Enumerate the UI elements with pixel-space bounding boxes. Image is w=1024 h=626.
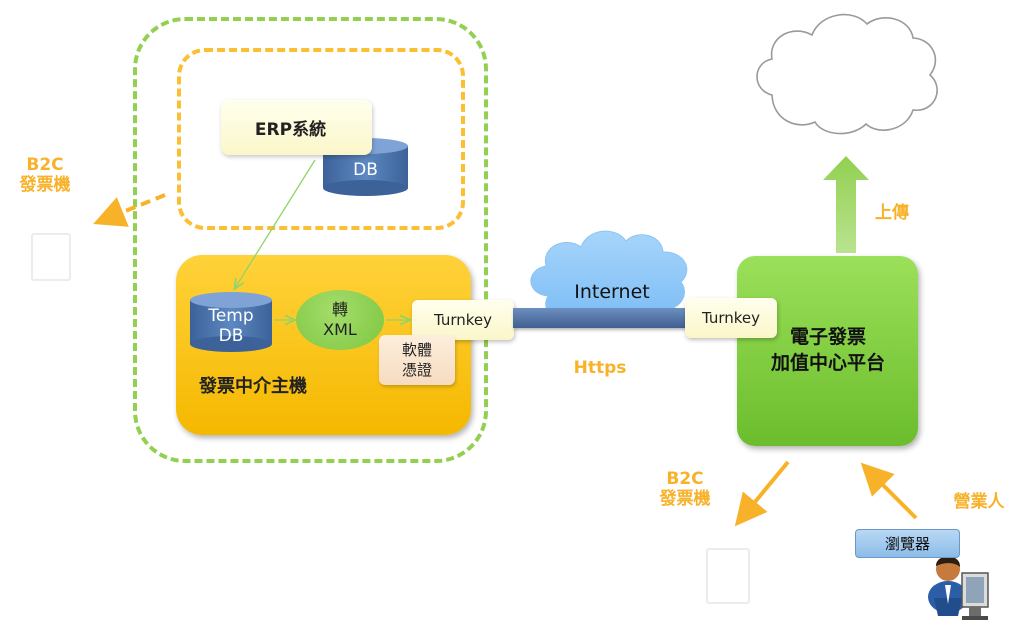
platform-turnkey-box: Turnkey [685, 298, 777, 338]
erp-system-box: ERP系統 [221, 100, 372, 155]
b2c-left-label: B2C 發票機 [19, 155, 71, 195]
enterprise-boundary [133, 17, 488, 463]
host-label: 發票中介主機 [199, 376, 307, 397]
browser-button[interactable]: 瀏覽器 [855, 529, 960, 558]
temp-db-cylinder [190, 292, 272, 352]
b2c-device-bottom-icon [706, 548, 750, 604]
software-certificate-box: 軟體 憑證 [379, 335, 455, 385]
erp-db-label: DB [353, 160, 378, 180]
https-connection-bar [513, 308, 686, 328]
https-label: Https [573, 358, 627, 378]
central-cloud [756, 13, 938, 135]
erp-boundary [177, 48, 465, 230]
internet-label: Internet [574, 281, 650, 303]
xml-convert-node: 轉 XML [296, 290, 384, 350]
temp-db-label: Temp DB [208, 306, 254, 346]
upload-label: 上傳 [875, 203, 909, 223]
business-user-icon [928, 556, 989, 620]
upload-arrow [823, 156, 869, 253]
business-arrow [860, 462, 918, 520]
business-label: 營業人 [953, 492, 1005, 512]
erp-system-label: ERP系統 [254, 120, 327, 140]
value-added-platform-box [737, 256, 918, 446]
erp-to-tempdb-connector [235, 159, 316, 288]
b2c-device-left-icon [31, 233, 71, 281]
b2c-bottom-arrow [734, 460, 790, 527]
host-turnkey-box: Turnkey [412, 300, 514, 340]
b2c-bottom-label: B2C 發票機 [659, 469, 711, 509]
platform-label: 電子發票 加值中心平台 [770, 326, 885, 374]
b2c-left-arrow [93, 193, 166, 227]
